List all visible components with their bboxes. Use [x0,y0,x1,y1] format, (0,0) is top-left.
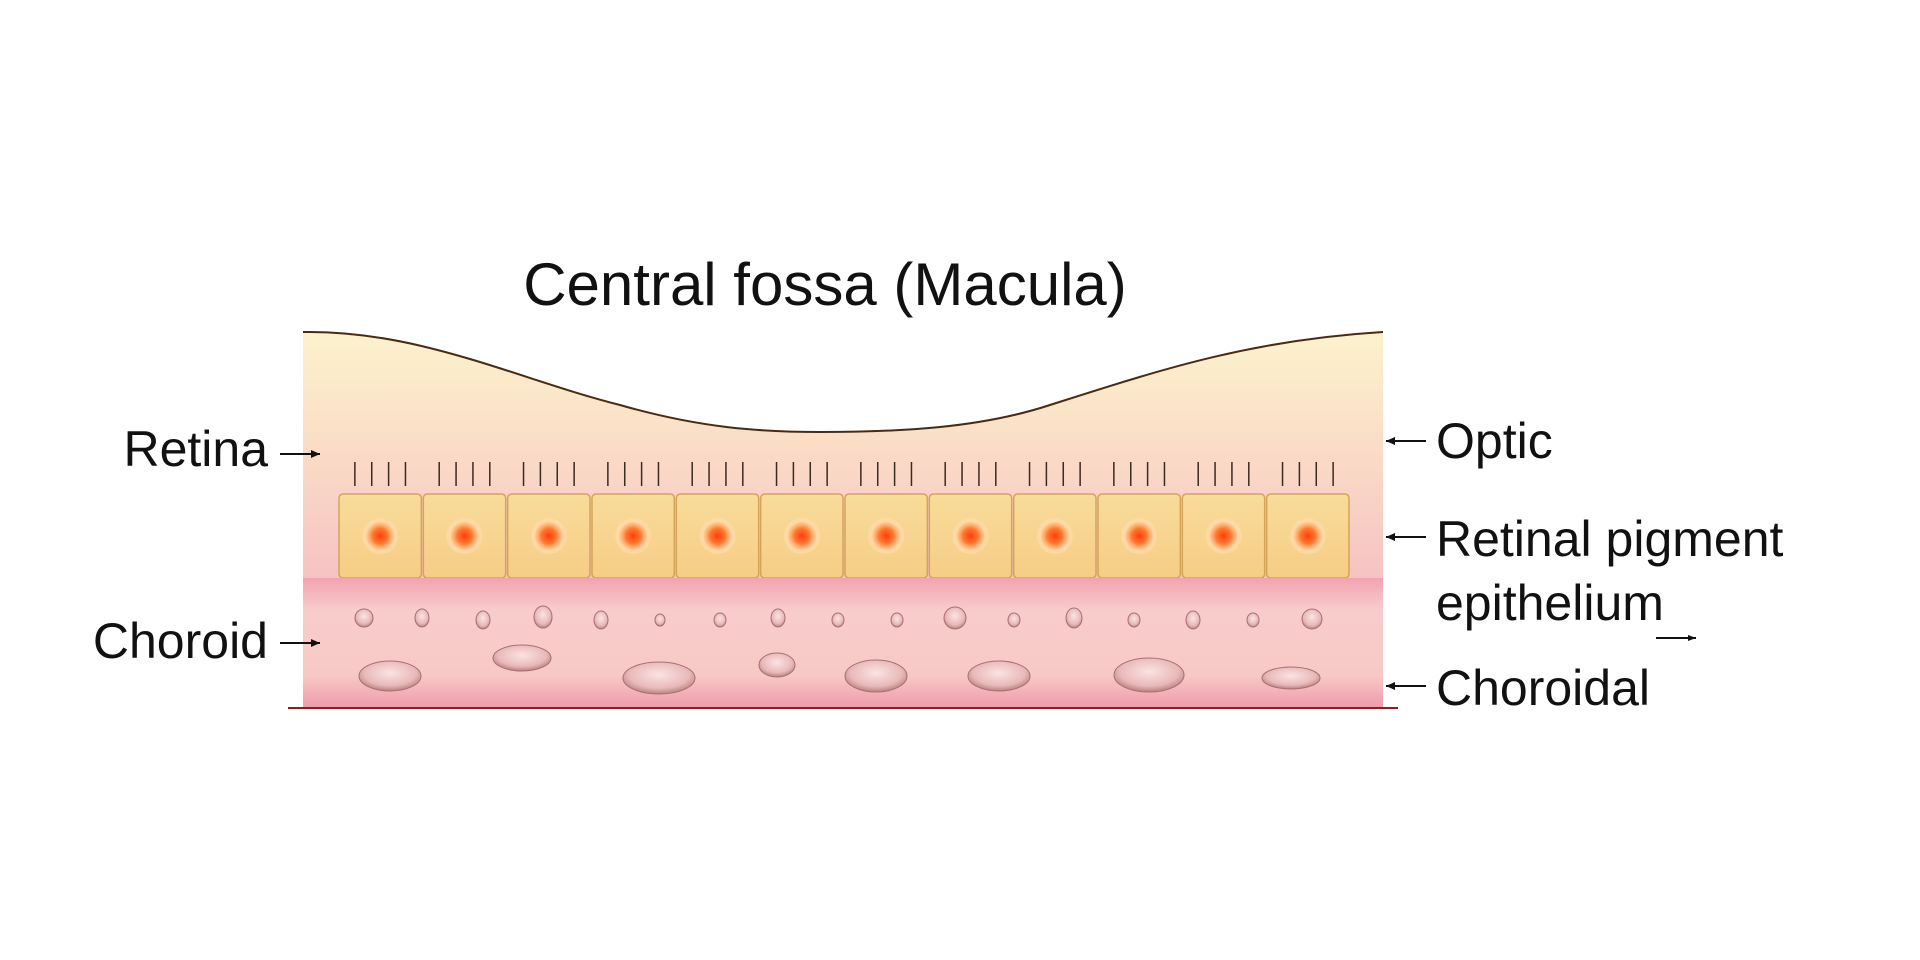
rpe-nucleus [1040,522,1069,550]
label-retina: Retina [123,421,268,477]
rpe-nucleus [787,522,816,550]
choroid-vessel [758,652,796,678]
label-rpe-line1: Retinal pigment [1436,511,1784,567]
arrow-choroidal [1386,682,1426,690]
choroid-vessel [844,659,908,693]
choroid-vessel [1261,666,1321,690]
rpe-nucleus [1209,522,1238,550]
choroid-vessel [414,608,430,628]
choroid-vessel [967,660,1031,692]
choroid-vessel [593,610,609,630]
rpe-nucleus [619,522,648,550]
label-choroid: Choroid [93,613,268,669]
choroid-vessel [533,605,553,629]
choroid-vessel [475,610,491,630]
choroid-vessel [1246,612,1260,628]
diagram-title: Central fossa (Macula) [523,251,1127,318]
arrow-retina [280,450,320,458]
choroid-vessel [492,644,552,672]
choroid-vessel [1065,607,1083,629]
rpe-nucleus [872,522,901,550]
photoreceptor-ticks [354,462,1334,486]
choroid-vessel [713,612,727,628]
arrow-rpe-small [1656,635,1696,641]
choroid-vessel [654,613,666,627]
rpe-nucleus [703,522,732,550]
inner-limiting-membrane [302,330,1384,434]
choroid-vessel [1301,608,1323,630]
choroid-vessel [1007,612,1021,628]
choroid-vessel [358,660,422,692]
rpe-nucleus [1293,522,1322,550]
arrow-optic [1386,437,1426,445]
arrow-rpe [1386,533,1426,541]
choroid-vessel [622,661,696,695]
choroid-vessel [890,612,904,628]
choroid-layer [303,578,1383,708]
choroid-vessel [354,608,374,628]
choroid-vessel [1185,610,1201,630]
choroid-vessel [943,606,967,630]
choroid-vessel [1127,612,1141,628]
rpe-nucleus [450,522,479,550]
label-optic: Optic [1436,413,1553,469]
label-choroidal: Choroidal [1436,660,1650,716]
choroid-vessel [831,612,845,628]
arrow-choroid [280,639,320,647]
rpe-nucleus [956,522,985,550]
choroid-vessels [354,605,1323,695]
rpe-nucleus [366,522,395,550]
rpe-nucleus [1125,522,1154,550]
choroid-vessel [1113,657,1185,693]
choroid-vessel [770,608,786,628]
label-rpe-line2: epithelium [1436,575,1664,631]
rpe-nucleus [534,522,563,550]
